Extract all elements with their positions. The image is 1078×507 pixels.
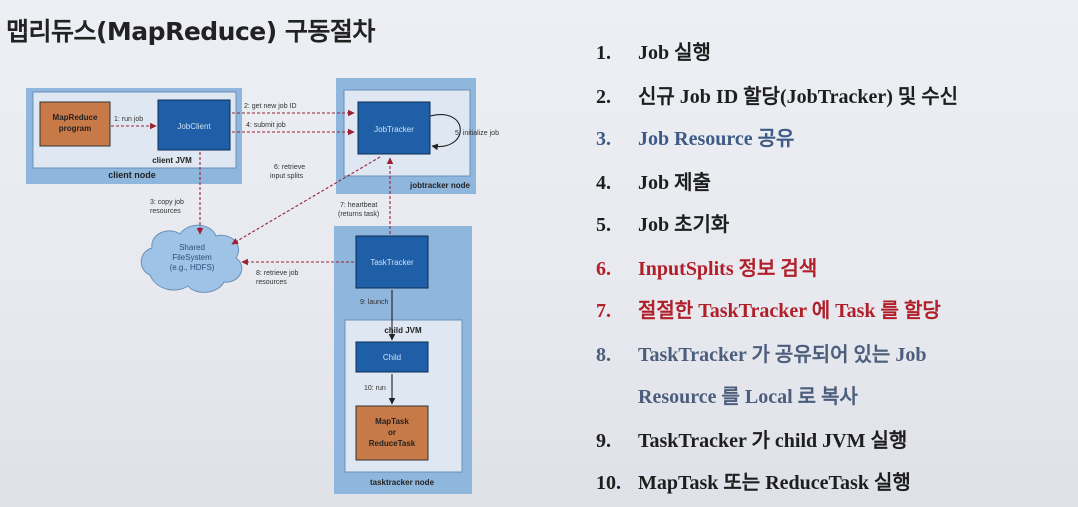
- tasktracker-box: [355, 235, 429, 289]
- child-box: [355, 341, 429, 373]
- jobtracker-node-label: jobtracker node: [409, 181, 471, 190]
- jobtracker-node: jobtracker node JobTracker: [336, 78, 476, 194]
- label-a3-line2: resources: [150, 208, 181, 215]
- mapreduce-program-line2: program: [59, 124, 91, 133]
- step-7: 7.절절한 TaskTracker 에 Task 를 할당: [596, 300, 941, 322]
- shared-fs-line3: (e.g., HDFS): [170, 263, 215, 272]
- label-a5: 5: initialize job: [455, 130, 499, 137]
- step-2: 2.신규 Job ID 할당(JobTracker) 및 수신: [596, 86, 959, 108]
- step-8-continued: Resource 를 Local 로 복사: [638, 386, 858, 408]
- step-3: 3.Job Resource 공유: [596, 128, 795, 150]
- maptask-box: [355, 405, 429, 461]
- step-1: 1.Job 실행: [596, 42, 711, 64]
- tasktracker-label: TaskTracker: [370, 258, 414, 267]
- step-5: 5.Job 초기화: [596, 214, 730, 236]
- label-a1: 1: run job: [114, 116, 143, 123]
- step-10: 10.MapTask 또는 ReduceTask 실행: [596, 472, 911, 494]
- child-jvm-label: child JVM: [384, 326, 422, 335]
- step-6: 6.InputSplits 정보 검색: [596, 258, 818, 280]
- shared-filesystem-cloud: Shared FileSystem (e.g., HDFS): [140, 224, 243, 293]
- label-a9: 9: launch: [360, 299, 389, 306]
- mapreduce-diagram: client node client JVM MapReduce program…: [26, 78, 499, 494]
- maptask-line1: MapTask: [375, 417, 409, 426]
- label-a8-line1: 8: retrieve job: [256, 270, 299, 277]
- jobtracker-label: JobTracker: [374, 125, 414, 134]
- label-a6-line2: input splits: [270, 173, 304, 180]
- slide-title: 맵리듀스(MapReduce) 구동절차: [6, 17, 375, 46]
- label-a7-line2: (returns task): [338, 211, 379, 218]
- step-8: 8.TaskTracker 가 공유되어 있는 Job: [596, 344, 927, 366]
- maptask-line2: or: [388, 428, 396, 437]
- shared-fs-line2: FileSystem: [172, 253, 212, 262]
- label-a8-line2: resources: [256, 279, 287, 286]
- shared-fs-line1: Shared: [179, 243, 205, 252]
- tasktracker-node-label: tasktracker node: [370, 478, 435, 487]
- label-a10: 10: run: [364, 385, 386, 392]
- client-jvm-label: client JVM: [152, 156, 192, 165]
- label-a3-line1: 3: copy job: [150, 199, 184, 206]
- jobtracker-box: [357, 101, 431, 155]
- label-a4: 4: submit job: [246, 122, 286, 129]
- tasktracker-node: child JVM tasktracker node TaskTracker C…: [334, 226, 472, 494]
- step-4: 4.Job 제출: [596, 172, 711, 194]
- child-label: Child: [383, 353, 401, 362]
- mapreduce-program-box: MapReduce program: [39, 101, 111, 147]
- label-a7-line1: 7: heartbeat: [340, 202, 377, 209]
- arrow-retrieve-splits: [231, 156, 381, 245]
- label-a6-line1: 6: retrieve: [274, 164, 305, 171]
- jobclient-box: JobClient: [157, 99, 231, 151]
- client-node-label: client node: [108, 170, 156, 180]
- label-a2: 2: get new job ID: [244, 103, 297, 110]
- jobclient-label: JobClient: [177, 122, 211, 131]
- mapreduce-program-line1: MapReduce: [53, 113, 98, 122]
- arrow-initialize-job: [429, 114, 461, 151]
- step-9: 9.TaskTracker 가 child JVM 실행: [596, 430, 908, 452]
- maptask-line3: ReduceTask: [369, 439, 416, 448]
